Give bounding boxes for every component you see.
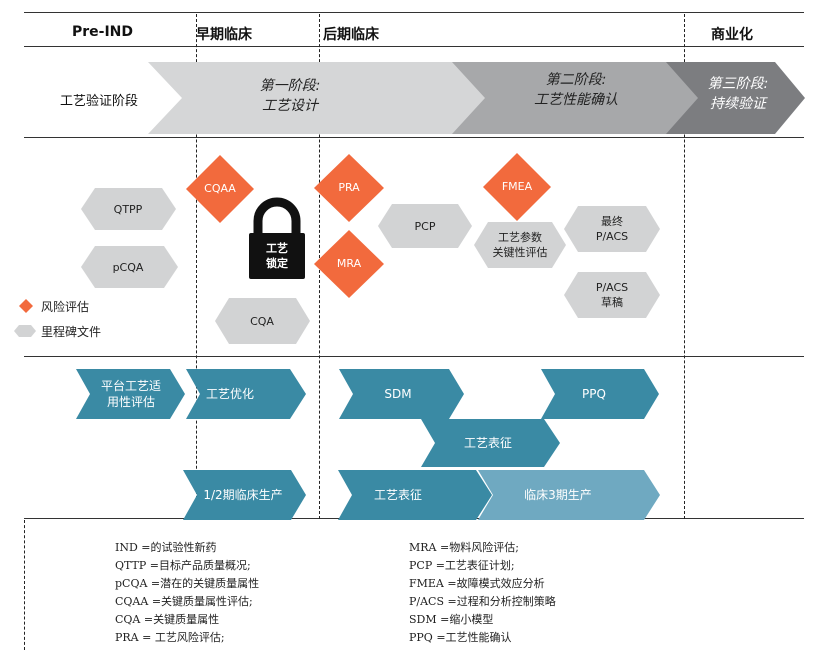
- abbr-pra: PRA = 工艺风险评估;: [115, 631, 225, 644]
- stage-1-label: 第一阶段: 工艺设计: [240, 76, 340, 116]
- stage-2-line2: 工艺性能确认: [534, 92, 618, 108]
- abbr-qttp: QTTP =目标产品质量概况;: [115, 559, 251, 572]
- stage-3-label: 第三阶段: 持续验证: [696, 74, 780, 114]
- clinical-3-production-label: 临床3期生产: [524, 488, 592, 502]
- header-bottom-rule: [24, 46, 804, 47]
- abbr-pcp: PCP =工艺表征计划;: [409, 559, 515, 572]
- qtpp-milestone: [81, 188, 176, 230]
- process-params-line1: 工艺参数: [498, 231, 542, 244]
- abbr-pcqa: pCQA =潜在的关键质量属性: [115, 577, 260, 590]
- qtpp-label: QTPP: [113, 203, 143, 216]
- sdm-label: SDM: [384, 387, 412, 401]
- stage-bottom-rule: [24, 137, 804, 138]
- abbr-cqaa: CQAA =关键质量属性评估;: [115, 595, 253, 608]
- phase-divider-commercial: [684, 14, 685, 519]
- stage-2-label: 第二阶段: 工艺性能确认: [516, 70, 636, 110]
- cqaa-label: CQAA: [204, 182, 236, 195]
- platform-assessment-label: 平台工艺适 用性评估: [88, 378, 174, 410]
- stage-1-line1: 第一阶段:: [259, 78, 321, 94]
- abbr-ind: IND =的试验性新药: [115, 541, 217, 554]
- abbr-fmea: FMEA =故障模式效应分析: [409, 577, 545, 590]
- lock-line2: 锁定: [266, 257, 288, 270]
- final-pacs-milestone: [564, 206, 660, 252]
- process-optimization-label: 工艺优化: [205, 387, 254, 401]
- header-top-rule: [24, 12, 804, 13]
- process-params-label: 工艺参数 关键性评估: [480, 230, 560, 260]
- abbreviations-left-border: [24, 520, 25, 650]
- sdm-activity: [339, 369, 464, 419]
- phase-pre-ind: Pre-IND: [72, 24, 134, 40]
- milestone-bottom-rule: [24, 356, 804, 357]
- abbr-mra: MRA =物料风险评估;: [409, 541, 519, 554]
- phase-divider-early: [196, 14, 197, 519]
- phase-late-clinical: 后期临床: [323, 27, 379, 43]
- cqaa-risk: [186, 155, 254, 223]
- pra-risk: [314, 154, 384, 222]
- draft-pacs-line1: P/ACS: [595, 281, 629, 294]
- legend-risk-label: 风险评估: [41, 300, 90, 314]
- pcp-label: PCP: [414, 220, 436, 233]
- abbr-pacs: P/ACS =过程和分析控制策略: [409, 595, 556, 608]
- platform-assessment-activity: [76, 369, 185, 419]
- process-params-line2: 关键性评估: [492, 246, 548, 259]
- pcqa-label: pCQA: [112, 261, 144, 274]
- clinical-1-2-production-activity: [183, 470, 306, 520]
- cqa-label: CQA: [250, 315, 274, 328]
- abbr-ppq: PPQ =工艺性能确认: [409, 631, 512, 644]
- stage-3-line1: 第三阶段:: [707, 76, 769, 92]
- stage-3-chevron: [666, 62, 805, 134]
- process-characterization-label-1: 工艺表征: [463, 436, 512, 450]
- lock-label: 工艺 锁定: [251, 241, 303, 271]
- clinical-3-production-activity: [478, 470, 660, 520]
- clinical-1-2-production-label: 1/2期临床生产: [203, 488, 283, 502]
- process-characterization-label-2: 工艺表征: [373, 488, 422, 502]
- platform-line1: 平台工艺适: [100, 379, 161, 393]
- pcp-milestone: [378, 204, 472, 248]
- abbr-cqa: CQA =关键质量属性: [115, 613, 220, 626]
- abbr-sdm: SDM =缩小模型: [409, 613, 494, 626]
- pra-label: PRA: [338, 181, 360, 194]
- draft-pacs-milestone: [564, 272, 660, 318]
- cqa-milestone: [215, 298, 310, 344]
- pcqa-milestone: [81, 246, 178, 288]
- lock-icon: [249, 197, 305, 279]
- lock-line1: 工艺: [266, 242, 288, 255]
- ppq-label: PPQ: [582, 387, 606, 401]
- final-pacs-line2: P/ACS: [595, 230, 629, 243]
- mra-label: MRA: [336, 257, 362, 270]
- stage-1-chevron: [148, 62, 494, 134]
- process-characterization-activity-1: [421, 419, 560, 467]
- fmea-risk: [483, 153, 551, 221]
- mra-risk: [314, 230, 384, 298]
- stage-2-chevron: [452, 62, 701, 134]
- final-pacs-line1: 最终: [601, 215, 623, 228]
- legend-risk-icon: [19, 299, 33, 313]
- fmea-label: FMEA: [501, 180, 533, 193]
- stage-2-line1: 第二阶段:: [545, 72, 607, 88]
- stage-1-line2: 工艺设计: [262, 98, 318, 114]
- stage-3-line2: 持续验证: [710, 96, 766, 112]
- final-pacs-label: 最终 P/ACS: [572, 214, 652, 244]
- process-validation-stage-title: 工艺验证阶段: [60, 94, 139, 109]
- process-params-milestone: [474, 222, 566, 268]
- process-optimization-activity: [186, 369, 306, 419]
- draft-pacs-line2: 草稿: [601, 296, 623, 309]
- ppq-activity: [541, 369, 659, 419]
- platform-line2: 用性评估: [106, 395, 155, 409]
- draft-pacs-label: P/ACS 草稿: [572, 280, 652, 310]
- legend-milestone-icon: [14, 325, 36, 337]
- phase-early-clinical: 早期临床: [196, 27, 252, 43]
- phase-commercial: 商业化: [711, 27, 753, 43]
- legend-milestone-label: 里程碑文件: [41, 325, 102, 339]
- process-characterization-activity-2: [338, 470, 492, 520]
